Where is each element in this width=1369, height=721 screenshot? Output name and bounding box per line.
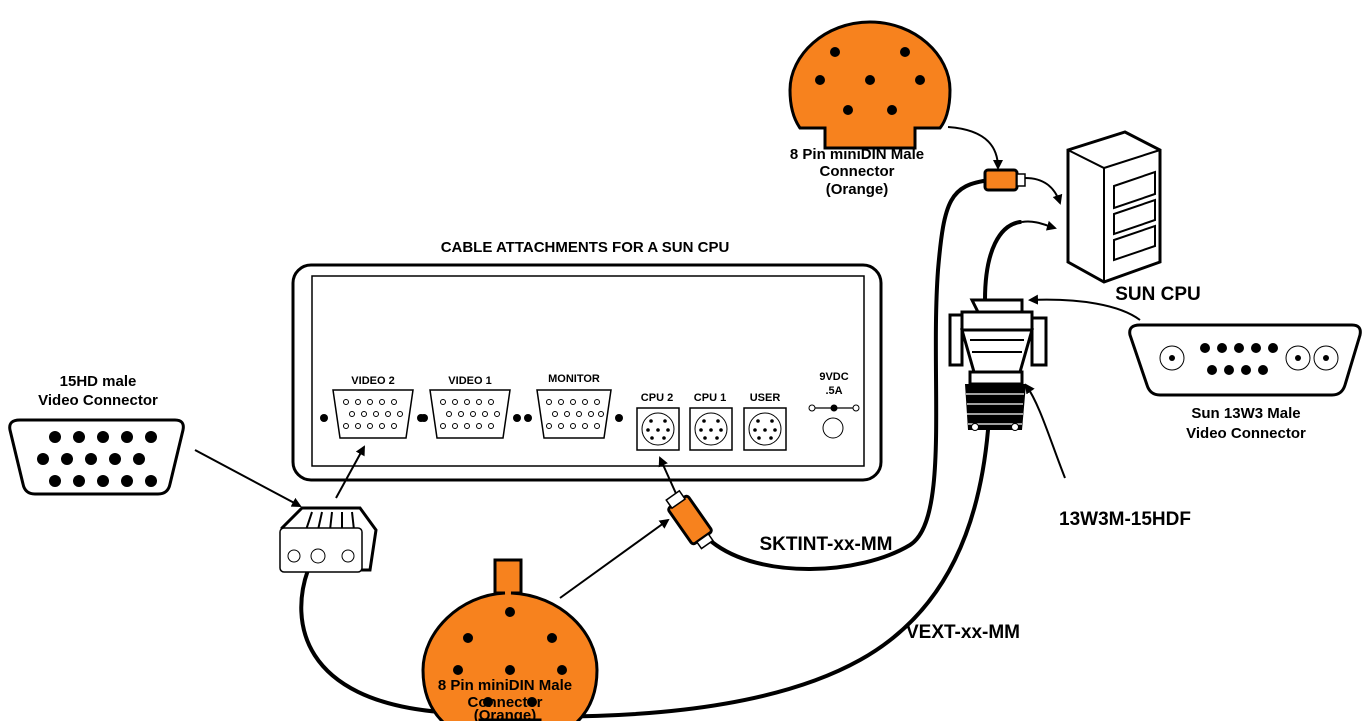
sun-13w3-connector: [1128, 323, 1362, 397]
port-cpu-2: CPU 2: [636, 392, 680, 451]
minidin-top-connector: [788, 20, 952, 150]
minidin-bottom-label-line3: (Orange): [474, 707, 537, 721]
hd15-label-line1: 15HD male: [60, 373, 137, 390]
diagram-title: CABLE ATTACHMENTS FOR A SUN CPU: [441, 239, 730, 256]
adapter-label: 13W3M-15HDF: [1059, 509, 1191, 530]
port-label-user: USER: [750, 392, 781, 404]
port-cpu-1: CPU 1: [689, 392, 733, 451]
port-label-cpu-1: CPU 1: [694, 392, 726, 404]
port-label-monitor: MONITOR: [548, 373, 600, 385]
arrow-adapter: [1024, 383, 1066, 479]
hd15-connector: [8, 418, 185, 496]
minidin-bottom-connector: [421, 558, 599, 721]
power-label-volts: 9VDC: [819, 371, 848, 383]
kvm-switch-panel: VIDEO 2 VIDEO 1 MONITOR: [291, 263, 883, 482]
minidin-top-label-line1: 8 Pin miniDIN Male: [790, 146, 924, 163]
arrow-top-minidin: [947, 126, 1003, 170]
minidin-bottom-label-line2: Connector: [468, 694, 543, 711]
sun-cpu-tower: [1066, 130, 1162, 284]
port-power: 9VDC .5A: [808, 371, 860, 439]
minidin-top-label-line3: (Orange): [826, 181, 889, 198]
arrow-to-video2: [335, 445, 365, 499]
w3-label-line1: Sun 13W3 Male: [1191, 405, 1300, 422]
sun-keyboard-plug: [983, 168, 1026, 192]
power-label-amps: .5A: [825, 385, 842, 397]
port-label-video-1: VIDEO 1: [448, 375, 491, 387]
port-user: USER: [743, 392, 787, 451]
arrow-to-sun-keyboard: [1024, 177, 1063, 205]
arrow-hd15: [194, 449, 302, 507]
port-video-1: VIDEO 1: [420, 375, 521, 439]
sktint-cable-label: SKTINT-xx-MM: [760, 534, 893, 555]
port-video-2: VIDEO 2: [320, 375, 425, 439]
sun-video-cable: [983, 220, 1022, 302]
arrow-13w3: [1028, 294, 1141, 321]
arrow-bottom-minidin: [559, 518, 670, 599]
vext-plug: [279, 506, 378, 573]
minidin-bottom-label-line1: 8 Pin miniDIN Male: [438, 677, 572, 694]
port-label-video-2: VIDEO 2: [351, 375, 394, 387]
vext-cable-label: VEXT-xx-MM: [906, 622, 1020, 643]
arrow-to-cpu2: [658, 456, 679, 499]
port-monitor: MONITOR: [524, 373, 623, 439]
adapter-13w3m-15hdf: [948, 298, 1048, 431]
sktint-plug: [665, 489, 714, 550]
w3-label-line2: Video Connector: [1186, 425, 1306, 442]
sktint-cable: [710, 178, 992, 571]
minidin-top-label-line2: Connector: [820, 163, 895, 180]
port-label-cpu-2: CPU 2: [641, 392, 673, 404]
vext-cable: [299, 428, 990, 719]
hd15-label-line2: Video Connector: [38, 392, 158, 409]
arrow-to-sun-video: [1021, 220, 1057, 231]
sun-cpu-label: SUN CPU: [1115, 284, 1201, 305]
